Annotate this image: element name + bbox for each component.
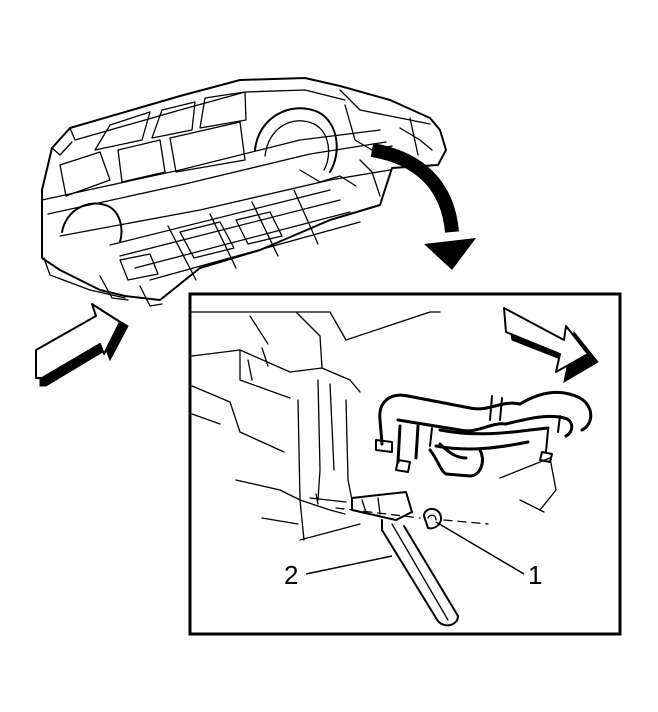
callout-2-label: 2	[284, 560, 298, 590]
callout-1: 1	[435, 521, 542, 590]
callout-1-label: 1	[528, 560, 542, 590]
vehicle-underbody-illustration	[41, 77, 447, 307]
detail-view-illustration	[191, 307, 599, 627]
callout-1-leader	[435, 521, 525, 575]
zoom-detail-arrow	[370, 143, 476, 270]
callout-2: 2	[284, 555, 393, 590]
detail-direction-arrow	[503, 307, 599, 383]
view-direction-arrow	[35, 303, 129, 387]
callout-2-leader	[305, 555, 393, 575]
